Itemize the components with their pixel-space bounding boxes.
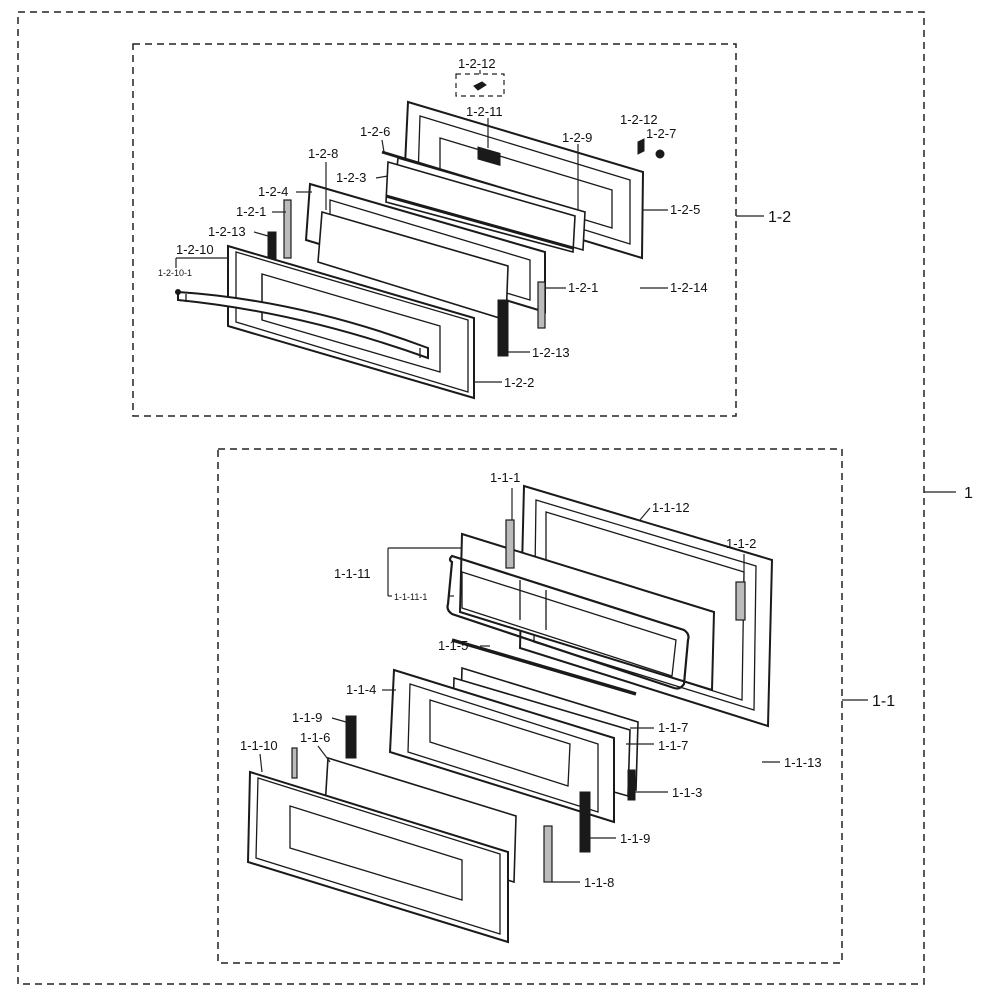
- upper-leader-lines: [175, 118, 668, 383]
- label-1-1-7-b: 1-1-7: [658, 738, 688, 753]
- group-1-2-boundary: [132, 43, 737, 417]
- label-1-1-11-1: 1-1-11-1: [394, 592, 427, 602]
- assembly-1-boundary: [17, 11, 925, 985]
- label-1-2-14: 1-2-14: [670, 280, 708, 295]
- label-1-1-7-a: 1-1-7: [658, 720, 688, 735]
- lower-leader-lines: [259, 488, 780, 883]
- label-1-1-3: 1-1-3: [672, 785, 702, 800]
- lower-door-parts: [246, 484, 774, 944]
- label-1-1-1: 1-1-1: [490, 470, 520, 485]
- label-1-1-8: 1-1-8: [584, 875, 614, 890]
- label-assembly-1: 1: [964, 485, 973, 502]
- label-1-2-8: 1-2-8: [308, 146, 338, 161]
- label-1-2-11: 1-2-11: [466, 104, 503, 119]
- label-1-2-10-1: 1-2-10-1: [158, 268, 192, 278]
- label-group-1-1: 1-1: [872, 693, 895, 710]
- upper-door-parts: [175, 70, 665, 400]
- label-group-1-2: 1-2: [768, 209, 791, 226]
- group-1-1-boundary: [217, 448, 843, 964]
- label-1-1-9-right: 1-1-9: [620, 831, 650, 846]
- label-1-1-13: 1-1-13: [784, 755, 822, 770]
- label-1-2-5: 1-2-5: [670, 202, 700, 217]
- label-1-2-3: 1-2-3: [336, 170, 366, 185]
- label-1-1-12: 1-1-12: [652, 500, 690, 515]
- label-1-1-5: 1-1-5: [438, 638, 468, 653]
- label-1-1-4: 1-1-4: [346, 682, 376, 697]
- label-1-1-6: 1-1-6: [300, 730, 330, 745]
- label-1-2-6: 1-2-6: [360, 124, 390, 139]
- label-1-2-9: 1-2-9: [562, 130, 592, 145]
- label-1-2-1-left: 1-2-1: [236, 204, 266, 219]
- label-1-2-13-right: 1-2-13: [532, 345, 570, 360]
- label-1-1-2: 1-1-2: [726, 536, 756, 551]
- label-1-2-12-right: 1-2-12: [620, 112, 658, 127]
- label-1-2-10: 1-2-10: [176, 242, 214, 257]
- label-1-2-13-left: 1-2-13: [208, 224, 246, 239]
- label-1-2-12-top: 1-2-12: [458, 56, 496, 71]
- label-1-2-2: 1-2-2: [504, 375, 534, 390]
- label-1-2-1-right: 1-2-1: [568, 280, 598, 295]
- label-1-1-10: 1-1-10: [240, 738, 278, 753]
- label-1-1-11: 1-1-11: [334, 566, 371, 581]
- label-1-1-9-left: 1-1-9: [292, 710, 322, 725]
- label-1-2-7: 1-2-7: [646, 126, 676, 141]
- label-1-2-4: 1-2-4: [258, 184, 288, 199]
